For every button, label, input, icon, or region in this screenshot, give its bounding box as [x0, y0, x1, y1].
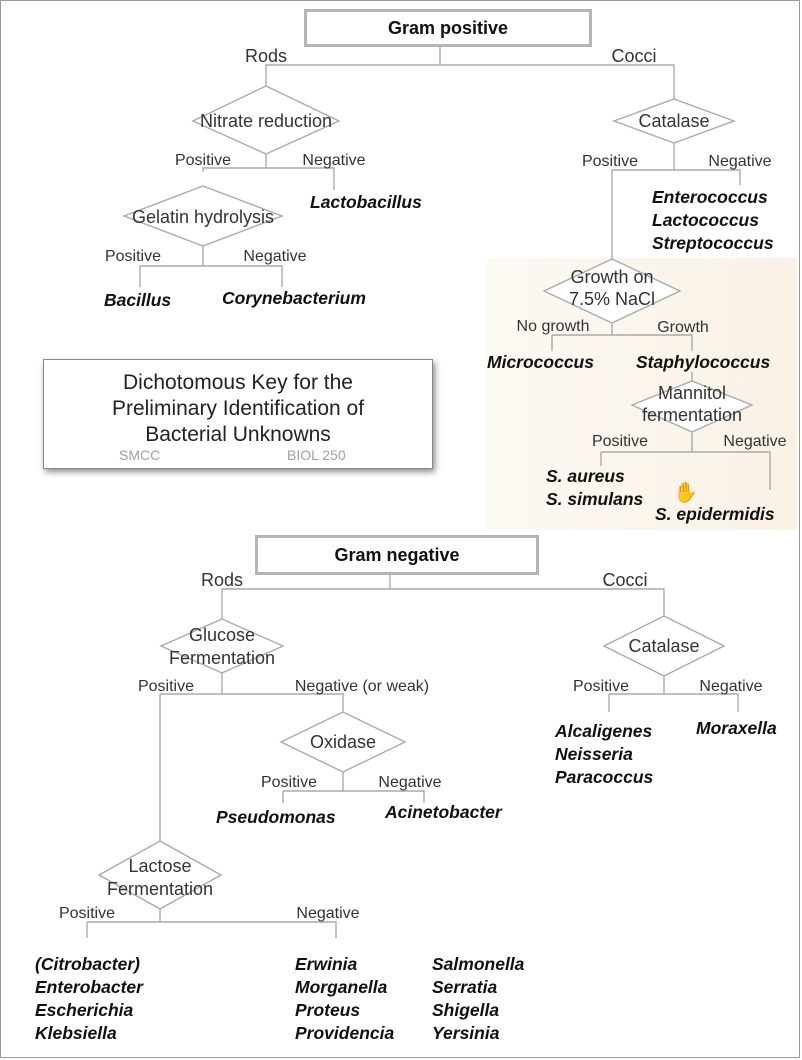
- genus-salmonella: Salmonella: [432, 954, 525, 974]
- genus-pseudomonas: Pseudomonas: [216, 807, 336, 827]
- species-s-epidermidis: S. epidermidis: [655, 504, 775, 524]
- genus-proteus: Proteus: [295, 1000, 361, 1020]
- mannitol-negative: Negative: [723, 433, 787, 450]
- nacl-test-line2: 7.5% NaCl: [568, 289, 656, 309]
- mannitol-test-line2: fermentation: [641, 405, 743, 425]
- key-title-line3: Bacterial Unknowns: [145, 423, 331, 446]
- gram-negative-box: Gram negative: [255, 535, 539, 575]
- mannitol-positive-species: S. aureus S. simulans: [546, 465, 643, 511]
- gram-positive-title: Gram positive: [387, 18, 509, 38]
- nacl-test-line1: Growth on: [570, 267, 654, 287]
- gp-catalase-positive: Positive: [581, 153, 639, 170]
- genus-morganella: Morganella: [295, 977, 388, 997]
- lactose-negative: Negative: [296, 905, 360, 922]
- oxidase-positive: Positive: [260, 774, 318, 791]
- gelatin-positive: Positive: [104, 248, 162, 265]
- genus-providencia: Providencia: [295, 1023, 395, 1043]
- gram-negative-title: Gram negative: [334, 545, 460, 565]
- genus-alcaligenes: Alcaligenes: [555, 721, 653, 741]
- nacl-no-growth: No growth: [516, 318, 590, 335]
- nitrate-test: Nitrate reduction: [199, 111, 333, 131]
- genus-corynebacterium: Corynebacterium: [222, 288, 366, 308]
- gp-catalase-test: Catalase: [638, 111, 710, 131]
- glucose-positive: Positive: [137, 678, 195, 695]
- genus-micrococcus: Micrococcus: [487, 352, 594, 372]
- gn-catalase-negative: Negative: [699, 678, 763, 695]
- gp-cocci-label: Cocci: [611, 46, 657, 66]
- hand-cursor-icon: ✋: [673, 482, 698, 504]
- course-number-tag: BIOL 250: [287, 447, 346, 463]
- genus-klebsiella: Klebsiella: [35, 1023, 117, 1043]
- genus-erwinia: Erwinia: [295, 954, 358, 974]
- nitrate-positive: Positive: [174, 152, 232, 169]
- oxidase-test: Oxidase: [309, 732, 377, 752]
- species-s-simulans: S. simulans: [546, 489, 644, 509]
- genus-serratia: Serratia: [432, 977, 498, 997]
- genus-acinetobacter: Acinetobacter: [385, 802, 502, 822]
- gelatin-negative: Negative: [243, 248, 307, 265]
- gp-rods-label: Rods: [244, 46, 288, 66]
- gn-cocci-label: Cocci: [602, 570, 648, 590]
- gelatin-test: Gelatin hydrolysis: [131, 207, 275, 227]
- genus-shigella: Shigella: [432, 1000, 500, 1020]
- species-s-aureus: S. aureus: [546, 466, 625, 486]
- gn-catalase-positive-genera: Alcaligenes Neisseria Paracoccus: [555, 720, 653, 789]
- genus-citrobacter: (Citrobacter): [35, 954, 141, 974]
- key-title-line2: Preliminary Identification of: [111, 397, 365, 420]
- glucose-test-line1: Glucose: [188, 625, 256, 645]
- genus-streptococcus: Streptococcus: [652, 233, 774, 253]
- key-title: Dichotomous Key for the Preliminary Iden…: [44, 370, 432, 448]
- lactose-test-line1: Lactose: [128, 856, 192, 876]
- genus-enterococcus: Enterococcus: [652, 187, 768, 207]
- lactose-test-line2: Fermentation: [106, 879, 214, 899]
- gp-catalase-negative-genera: Enterococcus Lactococcus Streptococcus: [652, 186, 774, 255]
- mannitol-test-line1: Mannitol: [657, 383, 727, 403]
- gp-catalase-negative: Negative: [708, 153, 772, 170]
- lactose-positive: Positive: [58, 905, 116, 922]
- nitrate-negative: Negative: [302, 152, 366, 169]
- key-title-box: Dichotomous Key for the Preliminary Iden…: [43, 359, 433, 469]
- genus-staphylococcus: Staphylococcus: [636, 352, 771, 372]
- key-title-line1: Dichotomous Key for the: [123, 371, 353, 394]
- genus-lactobacillus: Lactobacillus: [310, 192, 422, 212]
- gram-positive-box: Gram positive: [304, 9, 592, 47]
- glucose-test-line2: Fermentation: [168, 648, 276, 668]
- genus-yersinia: Yersinia: [432, 1023, 500, 1043]
- oxidase-negative: Negative: [378, 774, 442, 791]
- nacl-growth: Growth: [657, 319, 709, 336]
- genus-lactococcus: Lactococcus: [652, 210, 759, 230]
- gn-catalase-positive: Positive: [572, 678, 630, 695]
- genus-neisseria: Neisseria: [555, 744, 633, 764]
- genus-moraxella: Moraxella: [696, 718, 777, 738]
- mannitol-positive: Positive: [591, 433, 649, 450]
- lactose-positive-genera: (Citrobacter) Enterobacter Escherichia K…: [35, 953, 143, 1045]
- genus-bacillus: Bacillus: [104, 290, 172, 310]
- gn-rods-label: Rods: [200, 570, 244, 590]
- genus-enterobacter: Enterobacter: [35, 977, 143, 997]
- course-school-tag: SMCC: [119, 447, 161, 463]
- lactose-negative-genera-col2: Salmonella Serratia Shigella Yersinia: [432, 953, 524, 1045]
- genus-escherichia: Escherichia: [35, 1000, 134, 1020]
- genus-paracoccus: Paracoccus: [555, 767, 654, 787]
- gn-catalase-test: Catalase: [628, 636, 700, 656]
- glucose-negative: Negative (or weak): [294, 678, 430, 695]
- lactose-negative-genera-col1: Erwinia Morganella Proteus Providencia: [295, 953, 394, 1045]
